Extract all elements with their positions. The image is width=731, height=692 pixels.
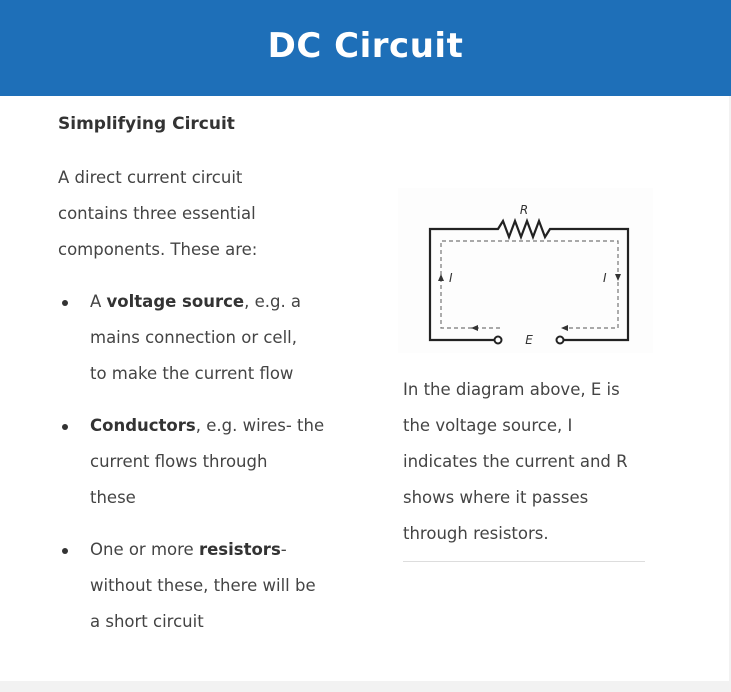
label-i: I [449, 271, 453, 285]
intro-line: components. These are: [58, 240, 258, 259]
caption-line: shows where it passes [403, 488, 589, 507]
text-segment: without these, there will be [90, 576, 316, 595]
caption-line: indicates the current and R [403, 452, 628, 471]
caption-line: the voltage source, I [403, 416, 573, 435]
terminal-icon [555, 335, 565, 345]
text-segment: , e.g. wires- the [195, 416, 325, 435]
intro-line: contains three essential [58, 204, 256, 223]
section-title: Simplifying Circuit [58, 114, 235, 134]
bullet-line: without these, there will be [90, 576, 316, 596]
intro-line: A direct current circuit [58, 168, 243, 187]
text-segment: - [280, 540, 287, 559]
current-path [440, 240, 619, 329]
bullet-dot-icon [62, 548, 68, 554]
bullet-line: mains connection or cell, [90, 328, 297, 348]
bullet-line: Conductors, e.g. wires- the [90, 416, 324, 436]
text-segment: A [90, 292, 107, 311]
bullet-line: current flows through [90, 452, 267, 472]
bullet-line: One or more resistors- [90, 540, 287, 560]
arrow-left-icon [561, 325, 568, 331]
bullet-line: to make the current flow [90, 364, 293, 384]
caption-line: through resistors. [403, 524, 549, 543]
bullet-dot-icon [62, 300, 68, 306]
caption-line: In the diagram above, E is [403, 380, 620, 399]
text-segment: One or more [90, 540, 199, 559]
text-segment: mains connection or cell, [90, 328, 297, 347]
divider [403, 561, 645, 562]
page-header: DC Circuit [0, 0, 731, 96]
bullet-line: these [90, 488, 136, 508]
label-i: I [603, 271, 607, 285]
circuit-wire [428, 217, 630, 342]
text-segment: current flows through [90, 452, 268, 471]
bold-term: voltage source [106, 292, 245, 311]
label-e: E [525, 333, 533, 347]
text-segment: , e.g. a [244, 292, 302, 311]
arrow-up-icon [438, 274, 444, 281]
label-r: R [520, 203, 528, 217]
text-segment: a short circuit [90, 612, 204, 631]
arrow-left-icon [471, 325, 478, 331]
arrow-down-icon [615, 274, 621, 281]
terminal-icon [493, 335, 503, 345]
bullet-dot-icon [62, 424, 68, 430]
bold-term: resistors [198, 540, 281, 559]
text-segment: to make the current flow [90, 364, 294, 383]
bold-term: Conductors [90, 416, 196, 435]
circuit-diagram: R E I I [398, 188, 653, 353]
page-title: DC Circuit [267, 26, 464, 66]
bullet-line: A voltage source, e.g. a [90, 292, 301, 312]
text-segment: these [90, 488, 136, 507]
bullet-line: a short circuit [90, 612, 204, 632]
